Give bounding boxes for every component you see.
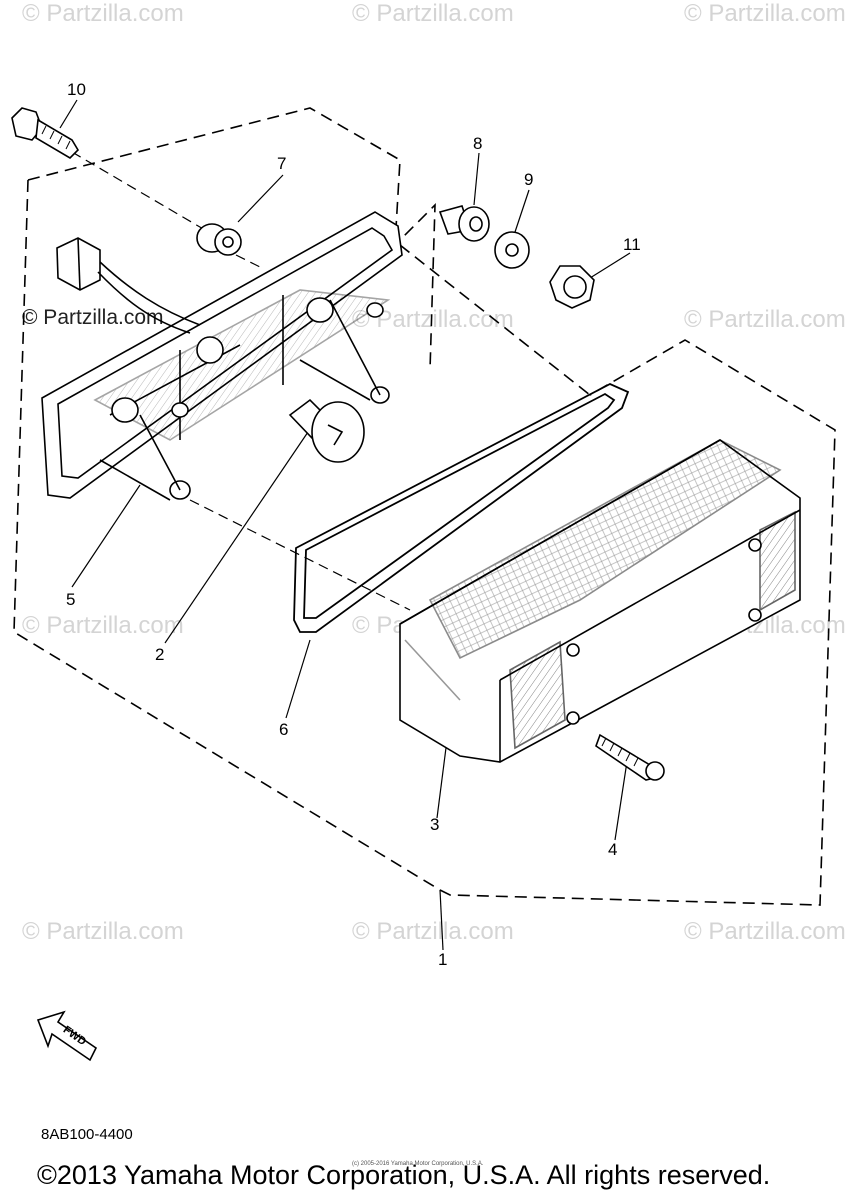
callout-4: 4: [608, 840, 618, 859]
gasket-6: [293, 383, 630, 633]
watermark: © Partzilla.com: [352, 918, 514, 945]
nut-11: [549, 265, 595, 309]
bolt-10: [11, 107, 80, 160]
callout-leaders: [59, 99, 631, 951]
callout-1: 1: [438, 950, 448, 969]
wiring-connector: [56, 237, 201, 334]
callout-6: 6: [279, 720, 289, 739]
lamp-base-5: [41, 211, 403, 501]
callout-2: 2: [155, 645, 165, 664]
assembly-boundary: [13, 107, 836, 906]
callout-8: 8: [473, 134, 483, 153]
watermark: © Partzilla.com: [684, 0, 846, 27]
watermark: © Partzilla.com: [22, 918, 184, 945]
callout-5: 5: [66, 590, 76, 609]
watermark: © Partzilla.com: [22, 0, 184, 27]
copyright-small-print: (c) 2005-2016 Yamaha Motor Corporation, …: [352, 1161, 484, 1167]
watermark: © Partzilla.com: [684, 918, 846, 945]
copyright-notice: ©2013 Yamaha Motor Corporation, U.S.A. A…: [37, 1160, 771, 1190]
callout-11: 11: [623, 235, 641, 254]
watermark: © Partzilla.com: [352, 0, 514, 27]
alignment-lines: [71, 151, 411, 611]
watermark: © Partzilla.com: [22, 612, 184, 639]
lens-3: [399, 439, 801, 763]
fwd-arrow-icon: [36, 1010, 98, 1062]
watermark: © Partzilla.com: [684, 306, 846, 333]
collar-8: [438, 205, 490, 242]
washer-9: [494, 231, 530, 269]
grommet-7: [196, 223, 242, 256]
diagram-code: 8AB100-4400: [41, 1126, 133, 1143]
screw-4: [595, 733, 665, 781]
bulb-2: [288, 398, 365, 463]
watermark: © Partzilla.com: [22, 306, 164, 329]
callout-9: 9: [524, 170, 534, 189]
callout-3: 3: [430, 815, 440, 834]
callout-7: 7: [277, 154, 287, 173]
callout-10: 10: [67, 80, 86, 99]
